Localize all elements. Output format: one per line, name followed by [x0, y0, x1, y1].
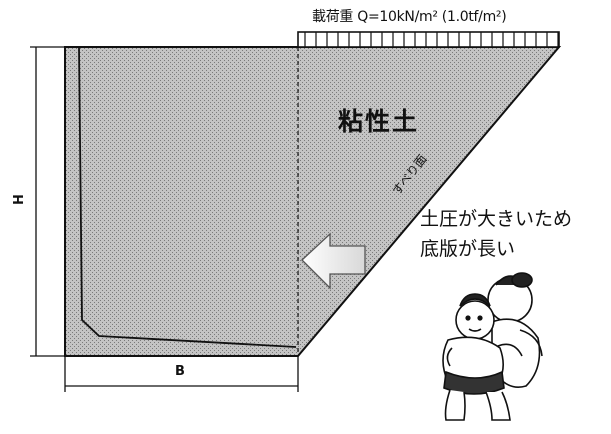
earth-pressure-note-line2: 底版が長い	[420, 238, 516, 260]
height-dimension-label: H	[11, 194, 27, 205]
width-dimension-label: B	[175, 364, 185, 379]
cohesive-soil-label: 粘性土	[338, 107, 420, 136]
sumo-wrestlers-illustration	[442, 272, 543, 421]
earth-pressure-note-line1: 土圧が大きいため	[420, 208, 573, 230]
height-dimension	[30, 46, 65, 357]
surcharge-load-label: 載荷重 Q=10kN/m² (1.0tf/m²)	[312, 9, 507, 25]
surcharge-load-hatch	[297, 31, 560, 48]
width-dimension	[64, 356, 299, 392]
left-arrow-icon	[301, 232, 366, 290]
wall-outline	[78, 46, 297, 348]
